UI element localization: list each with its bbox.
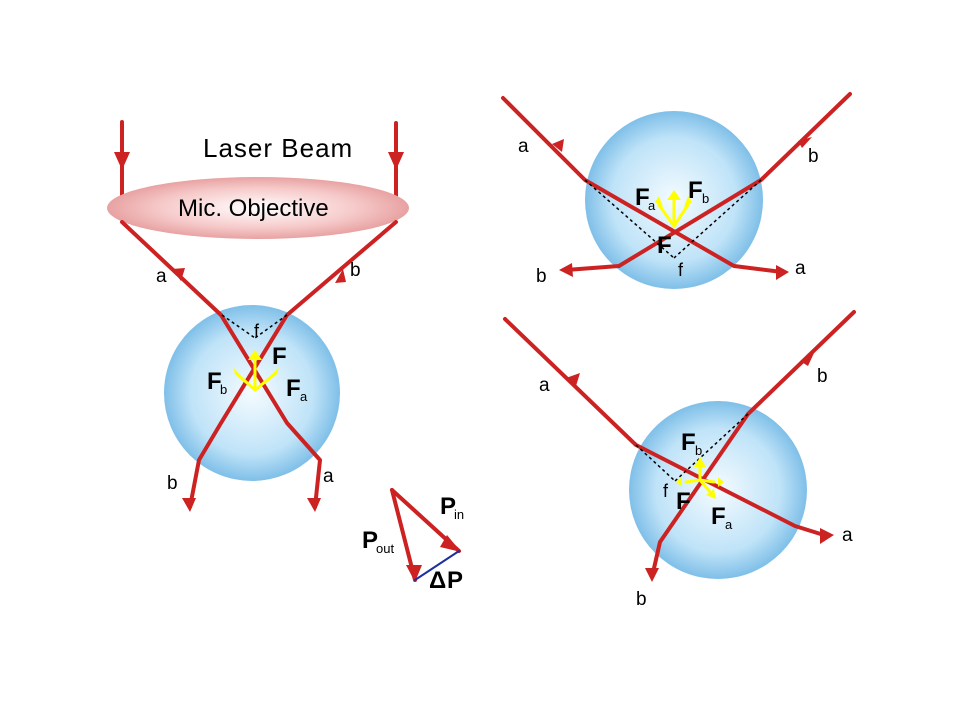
top-right-force-F-label: F (657, 232, 672, 259)
momentum-diagram: P in P out Δ P (362, 488, 464, 594)
left-force-Fa-subscript: a (300, 389, 308, 404)
bottom-right-ray-a-arrowhead (566, 373, 580, 386)
left-sphere (164, 305, 340, 481)
top-right-ray-b-path (564, 92, 852, 272)
bottom-right-ray-b-arrowhead (800, 353, 814, 366)
bottom-right-focus-label: f (663, 481, 669, 501)
left-focus-label: f (254, 321, 260, 341)
left-force-F-label: F (272, 343, 287, 370)
momentum-p-in-subscript: in (454, 507, 464, 522)
bottom-right-ray-paths (503, 310, 856, 579)
bottom-right-ray-a-exit-arrowhead (820, 528, 834, 544)
top-right-focus-label: f (678, 260, 684, 280)
top-right-ray-a-path (501, 96, 784, 274)
top-right-force-Fb-label: F (688, 177, 703, 204)
bottom-right-sphere (629, 401, 807, 579)
right-laser-arrowhead (388, 152, 404, 170)
bottom-right-ray-b-label: b (817, 366, 828, 387)
left-ray-b-exit-label: b (167, 473, 178, 494)
top-right-focus-dashes (584, 179, 762, 259)
top-right-ray-a-exit-label: a (795, 258, 806, 279)
left-ray-b-path (188, 220, 398, 509)
bottom-right-ray-arrowheads (566, 353, 834, 582)
left-force-Fb-label: F (207, 368, 222, 395)
bottom-right-ray-b-exit-arrowhead (645, 568, 659, 582)
top-right-ray-b-label: b (808, 146, 819, 167)
bottom-right-force-vectors (684, 461, 716, 494)
bottom-right-force-Fa-label: F (711, 503, 726, 530)
left-ray-a-arrowhead (172, 268, 185, 281)
top-right-ray-b-arrowhead (798, 137, 812, 148)
left-trap-panel: Laser Beam Mic. Objective a b b a f (107, 120, 409, 512)
left-ray-a-exit-label: a (323, 466, 334, 487)
bottom-right-trap-panel: a b a b f F b F F a (503, 310, 856, 610)
top-right-ray-a-label: a (518, 136, 529, 157)
bottom-right-force-Fb-subscript: b (695, 443, 702, 458)
momentum-p-in-arrowhead (440, 535, 461, 552)
left-ray-a-path (120, 220, 322, 509)
top-right-force-vectors (657, 194, 690, 228)
laser-beam-arrows (114, 120, 404, 200)
momentum-p-out-arrowhead (406, 565, 422, 582)
bottom-right-ray-a-path (503, 317, 829, 538)
left-focus-dashes (221, 314, 288, 339)
bottom-right-ray-b-exit-label: b (636, 589, 647, 610)
left-ray-b-arrowhead (335, 269, 346, 283)
top-right-force-arrowheads (655, 190, 692, 207)
top-right-force-Fb-subscript: b (702, 191, 709, 206)
left-laser-arrowhead (114, 152, 130, 170)
left-ray-a-label: a (156, 266, 167, 287)
top-right-trap-panel: a b b a f F a F b F (501, 92, 852, 289)
bottom-right-force-Fb-label: F (681, 429, 696, 456)
top-right-force-Fa-subscript: a (648, 198, 656, 213)
bottom-right-force-F-label: F (676, 488, 691, 515)
bottom-right-ray-b-path (650, 310, 856, 579)
left-ray-arrowheads (172, 268, 346, 512)
left-ray-paths (120, 220, 398, 509)
bottom-right-force-Fa-subscript: a (725, 517, 733, 532)
microscope-objective-lens (107, 177, 409, 239)
top-right-ray-a-arrowhead (552, 139, 564, 152)
top-right-ray-b-exit-label: b (536, 266, 547, 287)
momentum-p-out-subscript: out (376, 541, 394, 556)
bottom-right-focus-dashes (635, 413, 749, 482)
left-force-arrowheads (233, 350, 279, 378)
left-force-Fb-subscript: b (220, 382, 227, 397)
top-right-force-Fa-label: F (635, 184, 650, 211)
left-force-Fa-label: F (286, 375, 301, 402)
top-right-ray-arrowheads (552, 137, 812, 280)
bottom-right-ray-a-label: a (539, 375, 550, 396)
momentum-delta-p-label: P (447, 567, 463, 594)
momentum-p-out-label: P (362, 527, 378, 554)
objective-label: Mic. Objective (178, 195, 329, 222)
momentum-p-in-label: P (440, 493, 456, 520)
momentum-delta-p-line (414, 550, 460, 581)
left-ray-b-label: b (350, 260, 361, 281)
bottom-right-force-arrowheads (676, 457, 724, 499)
laser-beam-label: Laser Beam (203, 133, 353, 163)
top-right-ray-a-exit-arrowhead (776, 265, 789, 280)
left-ray-b-exit-arrowhead (182, 498, 196, 512)
left-force-vectors (234, 354, 278, 392)
top-right-ray-paths (501, 92, 852, 274)
momentum-delta-symbol: Δ (429, 567, 446, 594)
top-right-ray-b-exit-arrowhead (559, 263, 573, 277)
bottom-right-ray-a-exit-label: a (842, 525, 853, 546)
left-ray-a-exit-arrowhead (307, 498, 321, 512)
